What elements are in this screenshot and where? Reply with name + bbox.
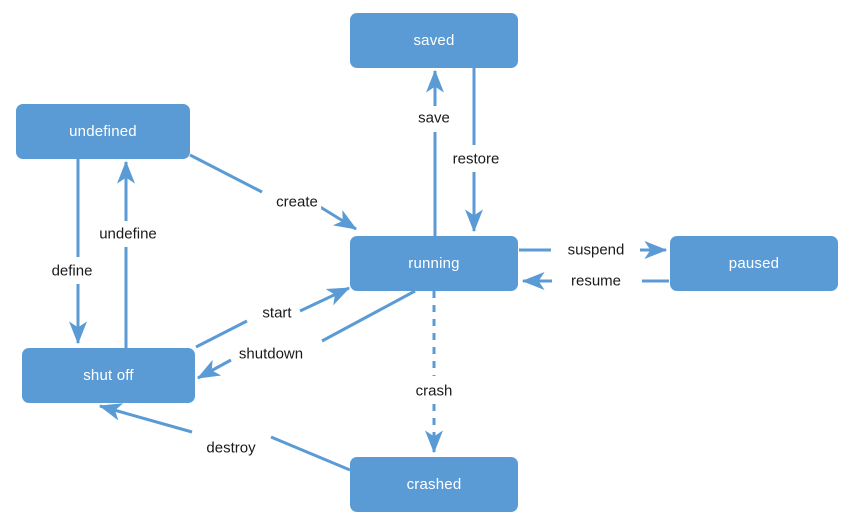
edge-label-start: start (259, 304, 295, 322)
edge-label-create: create (273, 193, 321, 211)
edge-label-save: save (415, 109, 453, 127)
edge-label-define: define (48, 262, 96, 280)
edge-label-destroy: destroy (203, 439, 259, 457)
edge-label-undefine: undefine (96, 225, 160, 243)
edge-label-suspend: suspend (564, 241, 628, 259)
state-label-crashed: crashed (406, 476, 462, 493)
state-node-shut-off[interactable]: shut off (22, 348, 195, 403)
state-node-saved[interactable]: saved (350, 13, 518, 68)
state-label-shut-off: shut off (83, 367, 134, 384)
edge-label-restore: restore (449, 150, 503, 168)
state-node-paused[interactable]: paused (670, 236, 838, 291)
state-node-undefined[interactable]: undefined (16, 104, 190, 159)
edge-label-resume: resume (567, 272, 625, 290)
edge-label-shutdown: shutdown (235, 345, 307, 363)
edge-label-crash: crash (412, 382, 456, 400)
edge-shutdown (196, 289, 416, 380)
state-node-crashed[interactable]: crashed (350, 457, 518, 512)
edge-create (189, 153, 358, 231)
edge-destroy (98, 403, 351, 472)
state-node-running[interactable]: running (350, 236, 518, 291)
state-label-undefined: undefined (69, 123, 137, 140)
state-label-running: running (408, 255, 460, 272)
state-label-paused: paused (728, 255, 780, 272)
edge-start (195, 286, 351, 349)
state-label-saved: saved (413, 32, 455, 49)
